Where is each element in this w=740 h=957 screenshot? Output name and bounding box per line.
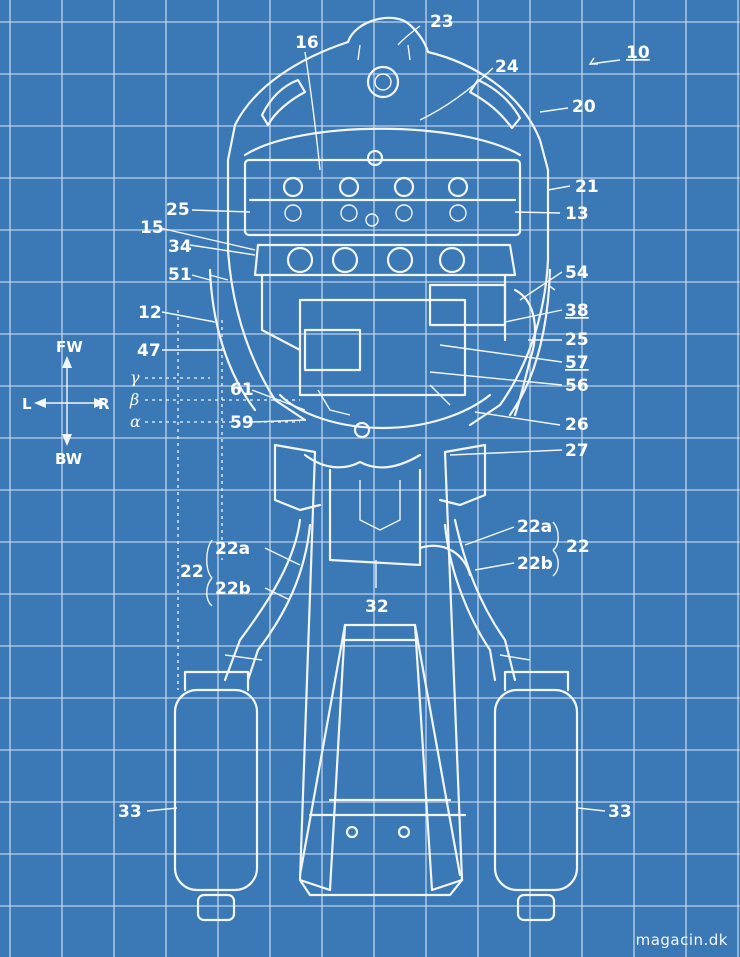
exhaust-pipes bbox=[223, 518, 531, 682]
reference-numerals: 10 16 23 24 20 21 25 13 15 34 51 54 12 3… bbox=[118, 12, 650, 822]
direction-right-label: R bbox=[98, 395, 110, 413]
front-cowl bbox=[226, 16, 550, 262]
label-34: 34 bbox=[168, 237, 192, 257]
label-27: 27 bbox=[565, 441, 589, 461]
rear-frame bbox=[273, 443, 487, 897]
label-47: 47 bbox=[137, 341, 161, 361]
label-33-left: 33 bbox=[118, 802, 142, 822]
label-22-left: 22 bbox=[180, 562, 204, 582]
reference-lines bbox=[145, 310, 300, 690]
label-15: 15 bbox=[140, 218, 164, 238]
watermark: magacin.dk bbox=[635, 931, 728, 949]
label-23: 23 bbox=[430, 12, 454, 32]
label-57: 57 bbox=[565, 353, 589, 373]
label-54: 54 bbox=[565, 263, 589, 283]
label-33-right: 33 bbox=[608, 802, 632, 822]
label-22b-left: 22b bbox=[215, 579, 251, 599]
angle-alpha-label: α bbox=[130, 412, 141, 431]
label-20: 20 bbox=[572, 97, 596, 117]
label-38: 38 bbox=[565, 301, 589, 321]
label-22a-right: 22a bbox=[517, 517, 552, 537]
label-61: 61 bbox=[230, 380, 254, 400]
label-25-lower: 25 bbox=[565, 330, 589, 350]
angle-gamma-label: γ bbox=[130, 368, 140, 387]
label-22-right: 22 bbox=[566, 537, 590, 557]
angle-beta-label: β bbox=[129, 390, 139, 409]
figure-ref-label: 10 bbox=[626, 43, 650, 63]
leader-lines bbox=[146, 25, 621, 812]
label-51: 51 bbox=[168, 265, 192, 285]
direction-compass: FW BW L R bbox=[22, 338, 110, 468]
label-32: 32 bbox=[365, 597, 389, 617]
label-22b-right: 22b bbox=[517, 554, 553, 574]
label-13: 13 bbox=[565, 204, 589, 224]
label-59: 59 bbox=[230, 413, 254, 433]
label-56: 56 bbox=[565, 376, 589, 396]
engine-block bbox=[243, 149, 537, 439]
mufflers bbox=[173, 670, 579, 922]
label-26: 26 bbox=[565, 415, 589, 435]
label-16: 16 bbox=[295, 33, 319, 53]
direction-left-label: L bbox=[22, 395, 32, 413]
label-21: 21 bbox=[575, 177, 599, 197]
label-12: 12 bbox=[138, 303, 162, 323]
direction-forward-label: FW bbox=[56, 338, 83, 356]
label-25-upper: 25 bbox=[166, 200, 190, 220]
label-22a-left: 22a bbox=[215, 539, 250, 559]
direction-backward-label: BW bbox=[55, 450, 83, 468]
label-24: 24 bbox=[495, 57, 519, 77]
